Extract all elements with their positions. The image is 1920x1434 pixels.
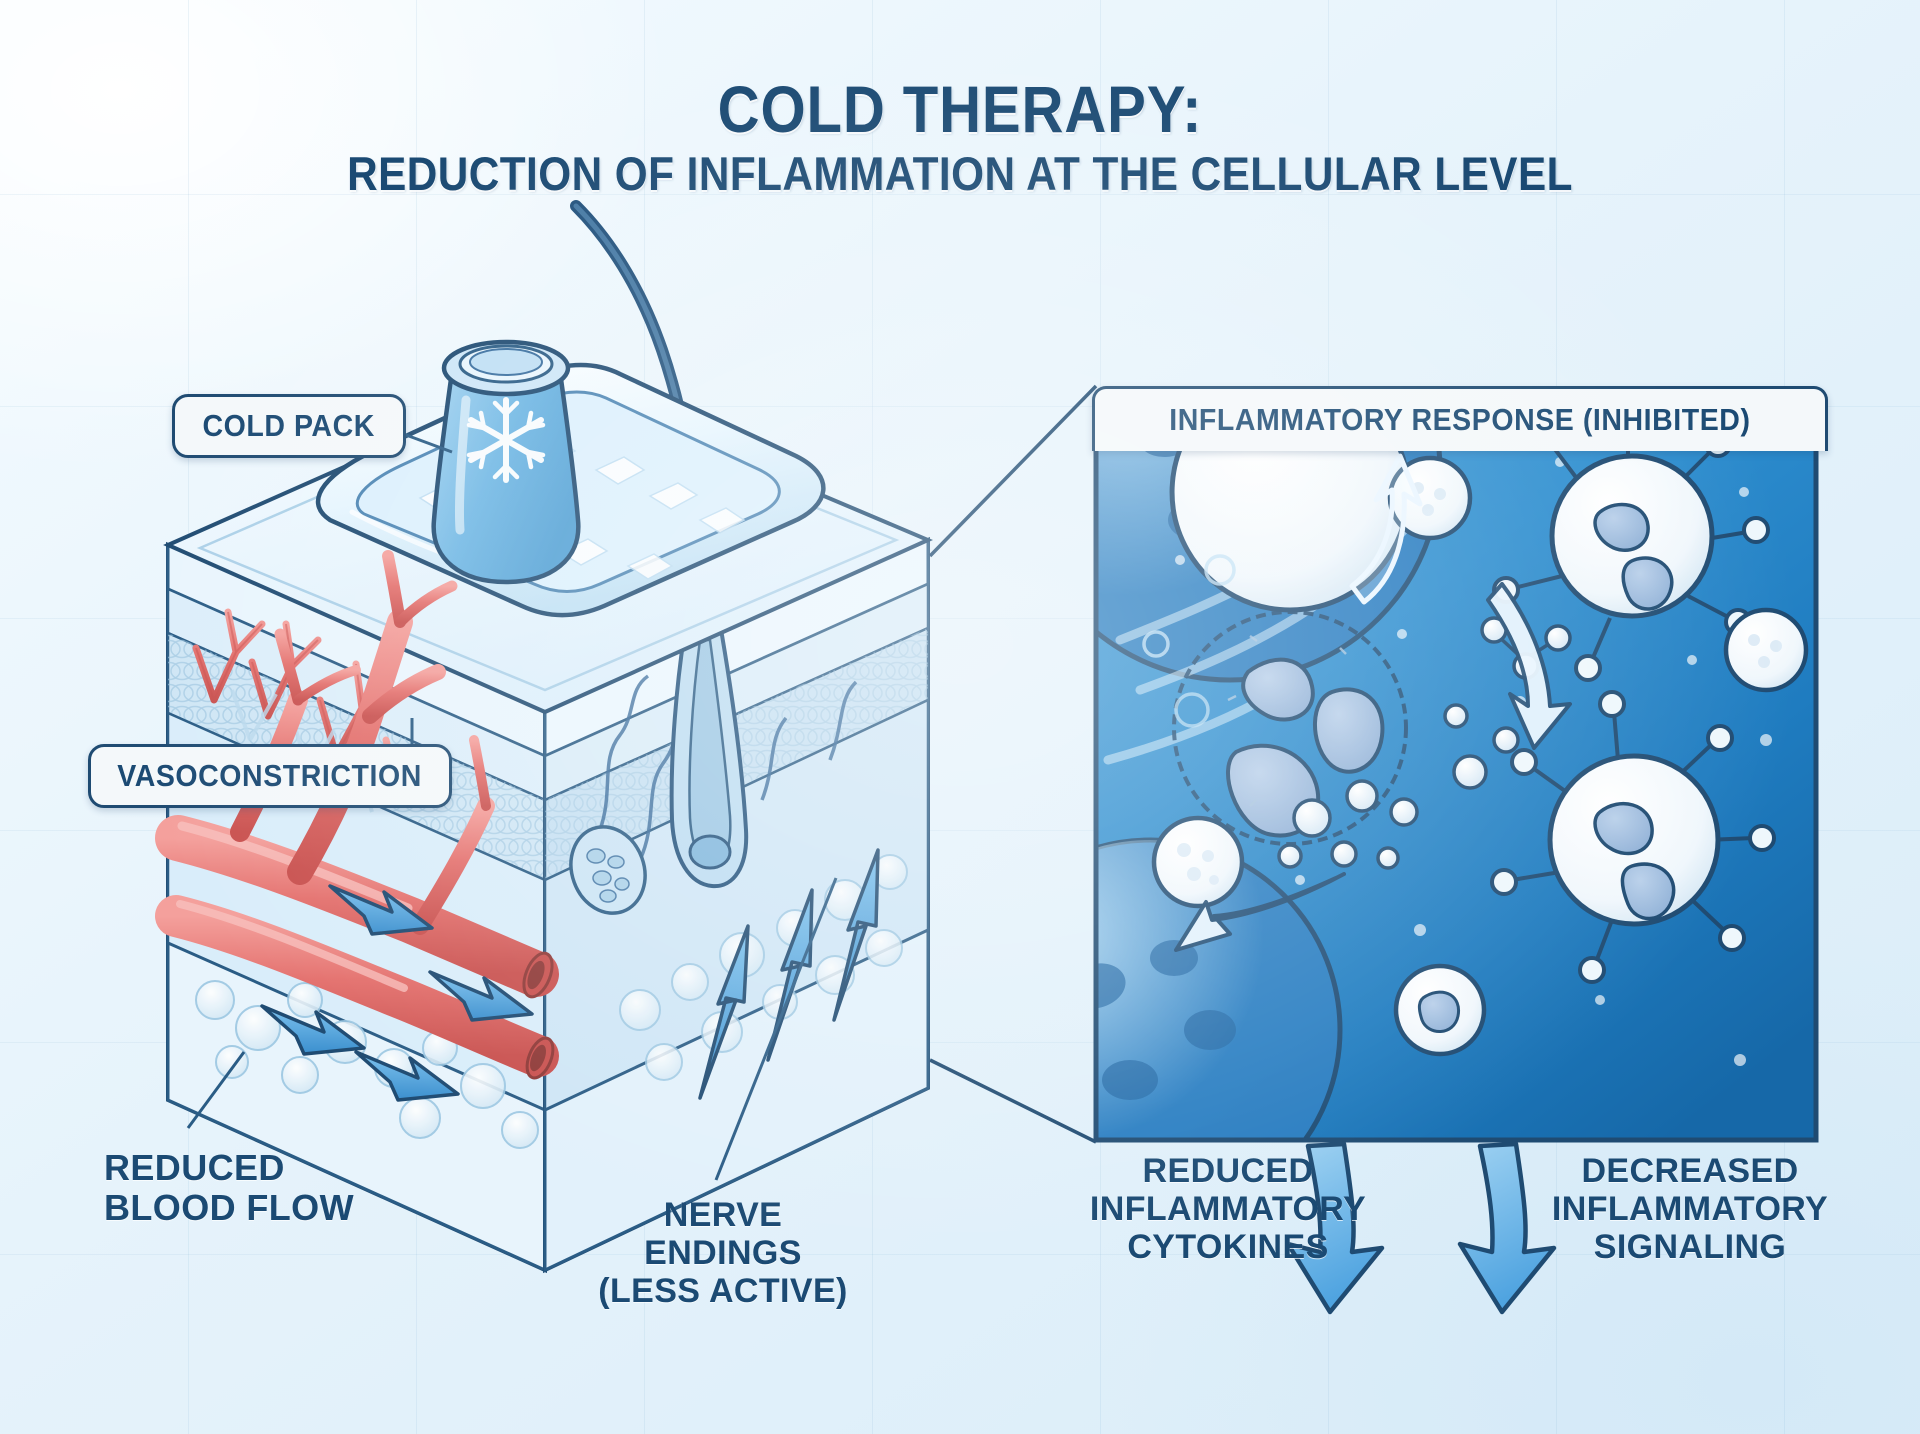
nerve-receptor-bulb [569, 825, 647, 915]
blood-flow-arrows [260, 884, 534, 1102]
label-decreased-signaling-line3: SIGNALING [1593, 1228, 1787, 1267]
arrow-decreased-signaling [1457, 1141, 1557, 1315]
leukocyte-lower-right [1490, 690, 1776, 984]
label-reduced-blood-flow-line1: REDUCED [104, 1147, 285, 1188]
label-cold-pack-text: COLD PACK [202, 408, 376, 443]
page-title: COLD THERAPY: [717, 72, 1203, 146]
macrophage-cell-lower [1096, 837, 1343, 1140]
arrow-reduced-cytokines [1285, 1141, 1385, 1315]
cold-gel-container [431, 339, 581, 585]
leader-nerve-endings [714, 877, 838, 1181]
leader-lines [186, 430, 838, 1181]
label-reduced-cytokines-line1: REDUCED [1142, 1152, 1314, 1190]
label-decreased-signaling-line2: INFLAMMATORY [1551, 1190, 1829, 1229]
snowflake-icon [466, 397, 546, 483]
label-nerve-endings: NERVE ENDINGS (LESS ACTIVE) [598, 1196, 848, 1310]
blood-vessels [155, 550, 559, 1080]
inhibition-arrows [1174, 453, 1572, 952]
label-vasoconstriction-text: VASOCONSTRICTION [117, 758, 423, 793]
zoom-connector [928, 384, 1098, 1144]
label-decreased-signaling: DECREASED INFLAMMATORY SIGNALING [1540, 1152, 1840, 1266]
label-inflammatory-response-text: INFLAMMATORY RESPONSE (INHIBITED) [1169, 402, 1751, 437]
skin-block-right-face [543, 200, 930, 1274]
leukocyte-upper-right [1492, 448, 1770, 682]
label-decreased-signaling-line1: DECREASED [1581, 1152, 1799, 1190]
label-reduced-blood-flow-line2: BLOOD FLOW [104, 1187, 354, 1229]
leader-reduced-blood-flow [186, 1051, 246, 1129]
label-reduced-cytokines: REDUCED INFLAMMATORY CYTOKINES [1078, 1152, 1378, 1266]
page-subtitle: REDUCTION OF INFLAMMATION AT THE CELLULA… [347, 147, 1573, 201]
header-block: COLD THERAPY: REDUCTION OF INFLAMMATION … [0, 72, 1920, 201]
label-reduced-cytokines-line2: INFLAMMATORY [1089, 1190, 1367, 1229]
label-reduced-blood-flow: REDUCED BLOOD FLOW [104, 1147, 354, 1229]
label-nerve-endings-line1: NERVE ENDINGS [644, 1196, 802, 1273]
outcome-arrows [1285, 1141, 1557, 1315]
label-vasoconstriction: VASOCONSTRICTION [88, 744, 452, 808]
label-nerve-endings-line2: (LESS ACTIVE) [598, 1272, 848, 1311]
hair-follicle [669, 610, 749, 889]
label-reduced-cytokines-line3: CYTOKINES [1127, 1228, 1329, 1267]
label-inflammatory-response-header: INFLAMMATORY RESPONSE (INHIBITED) [1092, 386, 1828, 451]
label-cold-pack: COLD PACK [172, 394, 406, 458]
leader-cold-pack [397, 430, 453, 454]
